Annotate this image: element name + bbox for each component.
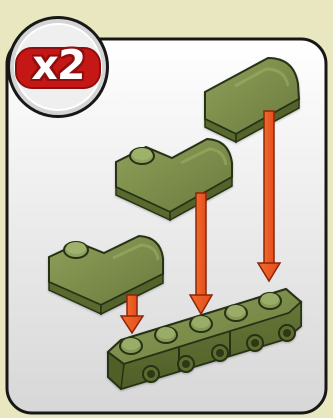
middle-slope-stud [130,148,154,164]
base-plate-stud-1 [120,338,142,354]
base-plate-side-hole-4 [247,335,263,351]
base-plate-side-hole-3 [212,345,228,361]
base-plate-stud-2 [155,327,177,343]
base-plate-side-hole-5 [279,325,295,341]
lower-slope-stud [64,242,88,258]
base-plate-stud-3 [190,316,212,332]
base-plate-side-hole-2 [178,356,194,372]
base-plate-side-hole-1 [143,366,159,382]
quantity-badge [7,16,109,118]
base-plate-stud-4 [225,305,247,321]
base-plate-stud-5 [259,293,281,309]
